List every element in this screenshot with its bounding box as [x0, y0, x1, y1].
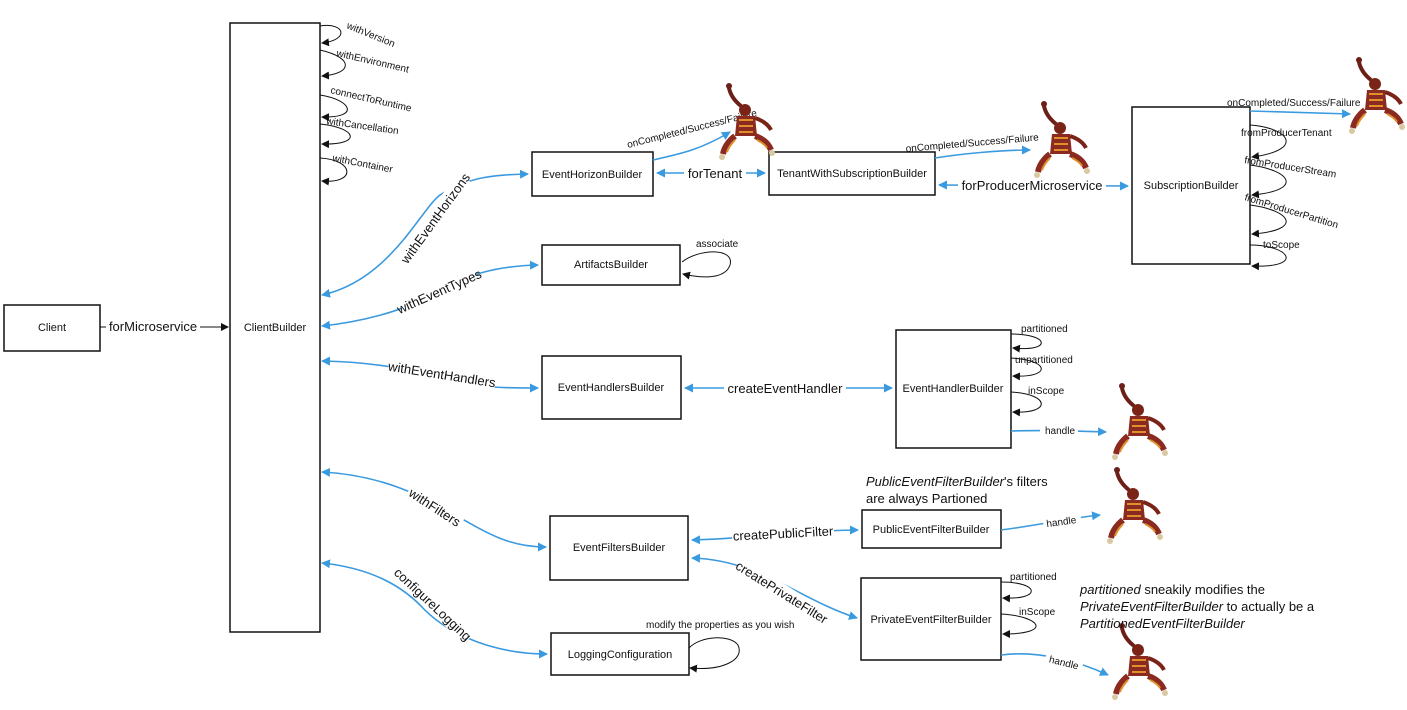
dancing-figure-icon — [1112, 623, 1168, 700]
create-private-filter-label: createPrivateFilter — [733, 558, 831, 627]
on-completed-edge-1 — [652, 131, 731, 161]
from-producer-tenant-label: fromProducerTenant — [1241, 128, 1332, 139]
public-event-filter-builder-node: PublicEventFilterBuilder — [861, 509, 1002, 549]
event-handler-builder-label: EventHandlerBuilder — [903, 383, 1004, 395]
on-completed-label-2: onCompleted/Success/Failure — [905, 132, 1039, 155]
with-version-label: withVersion — [344, 20, 396, 50]
svg-text:PublicEventFilterBuilder's fil: PublicEventFilterBuilder's filters — [866, 474, 1048, 489]
private-event-filter-builder-node: PrivateEventFilterBuilder — [860, 577, 1002, 661]
with-event-horizons-label: withEventHorizons — [397, 170, 473, 267]
public-filter-note-line2: are always Partioned — [866, 491, 987, 506]
artifacts-builder-label: ArtifactsBuilder — [574, 259, 648, 271]
private-note-rest2: to actually be a — [1223, 599, 1315, 614]
dancing-figure-icon — [1112, 383, 1168, 460]
private-note-emph3: PartitionedEventFilterBuilder — [1080, 616, 1245, 631]
handle-label-1: handle — [1045, 426, 1075, 437]
handle-label-3: handle — [1048, 654, 1080, 672]
connect-to-runtime-label: connectToRuntime — [329, 85, 413, 114]
event-filters-builder-node: EventFiltersBuilder — [549, 515, 689, 581]
artifacts-self-loop: associate — [681, 239, 739, 280]
subscription-builder-self-loops: fromProducerTenant fromProducerStream fr… — [1241, 124, 1339, 271]
private-filter-note: partitioned sneakily modifies the Privat… — [1079, 582, 1315, 631]
with-event-types-label: withEventTypes — [394, 266, 485, 317]
modify-properties-label: modify the properties as you wish — [646, 620, 794, 631]
create-public-filter-label: createPublicFilter — [732, 523, 834, 543]
client-label: Client — [38, 322, 66, 334]
tenant-with-subscription-builder-label: TenantWithSubscriptionBuilder — [777, 168, 927, 180]
partitioned-label: partitioned — [1021, 324, 1068, 335]
in-scope-label: inScope — [1028, 386, 1065, 397]
dancing-figure-icon — [1349, 57, 1405, 134]
create-event-handler-label: createEventHandler — [728, 381, 844, 396]
on-completed-edge-3 — [1249, 109, 1351, 119]
for-producer-microservice-label: forProducerMicroservice — [962, 178, 1103, 193]
public-filter-note-rest: 's filters — [1004, 474, 1048, 489]
from-producer-stream-label: fromProducerStream — [1244, 155, 1337, 180]
logging-configuration-label: LoggingConfiguration — [568, 649, 673, 661]
with-cancellation-label: withCancellation — [325, 116, 400, 137]
logging-self-loop: modify the properties as you wish — [646, 620, 794, 673]
svg-text:partitioned sneakily modifies: partitioned sneakily modifies the — [1079, 582, 1265, 597]
svg-text:PrivateEventFilterBuilder to a: PrivateEventFilterBuilder to actually be… — [1080, 599, 1315, 614]
client-builder-self-loops: withVersion withEnvironment connectToRun… — [319, 20, 413, 186]
with-environment-label: withEnvironment — [334, 48, 410, 76]
with-filters-label: withFilters — [405, 485, 463, 530]
unpartitioned-label: unpartitioned — [1015, 355, 1073, 366]
from-producer-partition-label: fromProducerPartition — [1243, 192, 1339, 231]
associate-label: associate — [696, 239, 739, 250]
public-event-filter-builder-label: PublicEventFilterBuilder — [873, 524, 990, 536]
for-microservice-label: forMicroservice — [109, 319, 197, 334]
dancing-figure-icon — [1034, 101, 1090, 178]
with-container-label: withContainer — [330, 153, 394, 176]
handle-label-2: handle — [1046, 515, 1078, 530]
event-horizon-builder-label: EventHorizonBuilder — [542, 169, 643, 181]
subscription-builder-label: SubscriptionBuilder — [1144, 180, 1239, 192]
tenant-with-subscription-builder-node: TenantWithSubscriptionBuilder — [768, 151, 936, 196]
for-tenant-label: forTenant — [688, 166, 743, 181]
with-event-handlers-label: withEventHandlers — [386, 358, 497, 390]
configure-logging-label: configureLogging — [391, 565, 474, 644]
public-filter-note-emph: PublicEventFilterBuilder — [866, 474, 1005, 489]
event-handlers-builder-label: EventHandlersBuilder — [558, 382, 665, 394]
client-builder-node: ClientBuilder — [229, 22, 321, 633]
event-handlers-builder-node: EventHandlersBuilder — [541, 355, 682, 420]
event-filters-builder-label: EventFiltersBuilder — [573, 542, 666, 554]
on-completed-label-3: onCompleted/Success/Failure — [1227, 98, 1361, 109]
on-completed-edge-2 — [934, 145, 1031, 159]
private-filter-self-loops: partitioned inScope — [1000, 572, 1057, 638]
subscription-builder-node: SubscriptionBuilder — [1131, 106, 1251, 265]
event-handler-builder-self-loops: partitioned unpartitioned inScope — [1010, 324, 1073, 417]
event-handler-builder-node: EventHandlerBuilder — [895, 329, 1012, 449]
private-note-emph2: PrivateEventFilterBuilder — [1080, 599, 1224, 614]
private-note-emph1: partitioned — [1079, 582, 1141, 597]
client-builder-label: ClientBuilder — [244, 322, 307, 334]
to-scope-label: toScope — [1263, 240, 1300, 251]
client-node: Client — [3, 304, 101, 352]
event-horizon-builder-node: EventHorizonBuilder — [531, 151, 654, 197]
configure-logging-edge — [321, 559, 548, 659]
private-event-filter-builder-label: PrivateEventFilterBuilder — [870, 614, 991, 626]
artifacts-builder-node: ArtifactsBuilder — [541, 244, 681, 286]
private-in-scope-label: inScope — [1019, 607, 1056, 618]
public-filter-note: PublicEventFilterBuilder's filters are a… — [866, 474, 1048, 506]
logging-configuration-node: LoggingConfiguration — [550, 632, 690, 676]
dancing-figure-icon — [1107, 467, 1163, 544]
private-partitioned-label: partitioned — [1010, 572, 1057, 583]
private-note-rest1: sneakily modifies the — [1141, 582, 1265, 597]
